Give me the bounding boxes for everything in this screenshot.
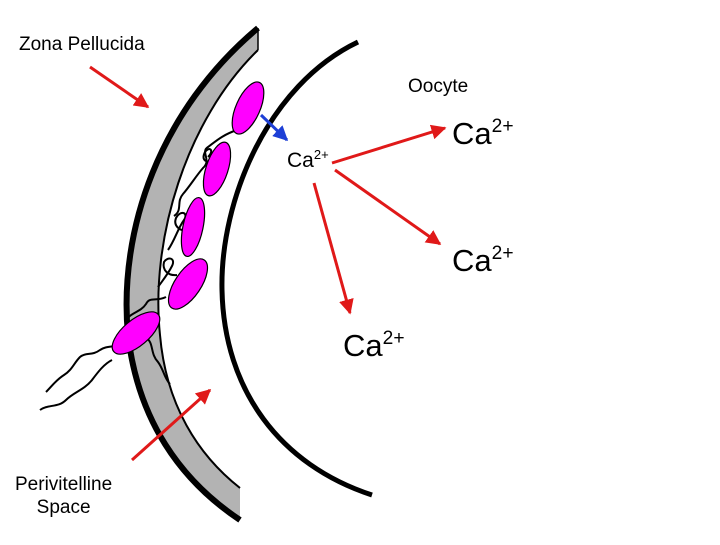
zona-pointer-arrow [89,65,150,109]
calcium-label-right: Ca2+ [452,243,514,278]
zona-pellucida-band [126,28,258,520]
ca-charge: 2+ [491,243,514,265]
sperm-head-5 [111,311,161,355]
ca-wave-arrow-right [334,168,442,246]
sperm-head-1 [231,81,265,135]
perivitelline-space-label: Perivitelline Space [15,473,112,519]
ca-charge: 2+ [382,328,405,350]
oocyte-membrane [219,39,373,498]
ca-charge: 2+ [491,116,514,138]
sperm-heads [111,81,265,355]
sperm-head-2 [202,141,232,197]
calcium-arrows [89,65,447,462]
ca-wave-arrow-bottom [312,182,354,315]
ca-symbol: Ca [452,243,492,278]
perivitelline-label-line1: Perivitelline [15,474,113,495]
sperm-head-4 [167,258,209,310]
sperm-head-3 [180,196,206,258]
ca-symbol: Ca [287,149,314,172]
calcium-label-origin: Ca2+ [287,146,329,172]
zona-pellucida-label: Zona Pellucida [19,34,145,55]
calcium-label-bottom: Ca2+ [343,328,405,363]
oocyte-label: Oocyte [408,76,469,97]
ca-symbol: Ca [452,116,492,151]
fusion-arrow [259,113,289,142]
ca-wave-arrow-top [331,124,447,165]
perivitelline-label-line2: Space [36,497,91,519]
calcium-label-top: Ca2+ [452,116,514,151]
ca-symbol: Ca [343,328,383,363]
perivitelline-pointer-arrow [130,388,212,462]
ca-charge: 2+ [313,146,329,162]
